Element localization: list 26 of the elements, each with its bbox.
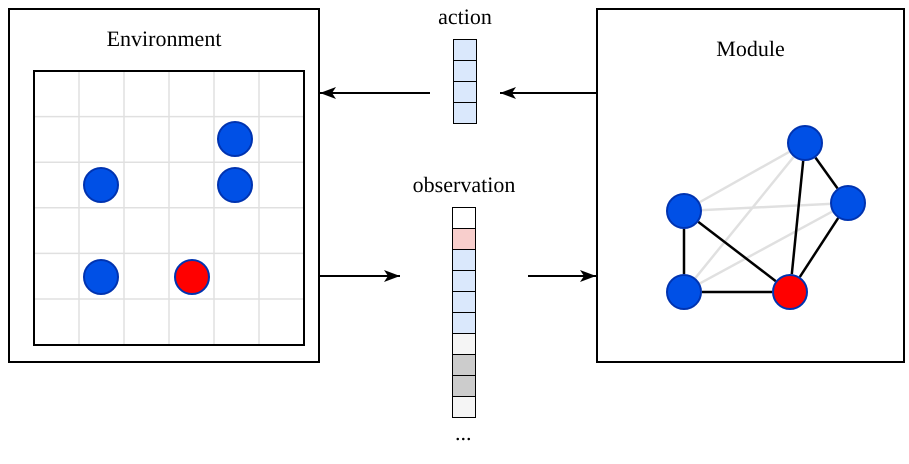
graph-edge-line	[698, 220, 776, 282]
vector-label: observation	[412, 172, 516, 198]
arrow	[320, 87, 430, 99]
arrow	[320, 270, 400, 282]
box-title: Environment	[106, 26, 222, 52]
graph-node-circle	[772, 274, 808, 310]
graph-edge-line	[702, 202, 830, 212]
arrow	[528, 270, 596, 282]
graph-edge-line	[790, 160, 804, 274]
graph-edge-line	[699, 210, 833, 285]
ellipsis-text: ...	[455, 422, 472, 444]
graph-edge-line	[798, 217, 840, 278]
graph-node-circle	[830, 185, 866, 221]
graph-edge-line	[694, 156, 795, 279]
vector-label: action	[438, 4, 492, 30]
box-title: Module	[715, 36, 786, 62]
graph-edge-line	[682, 229, 686, 274]
module-box	[596, 8, 905, 363]
arrow	[500, 87, 596, 99]
graph-node-circle	[666, 274, 702, 310]
graph-edge-line	[699, 150, 790, 204]
environment-box	[8, 8, 320, 363]
graph-edge-line	[702, 290, 772, 294]
graph-node-circle	[666, 193, 702, 229]
graph-edge-line	[814, 156, 839, 190]
graph-node-circle	[787, 125, 823, 161]
